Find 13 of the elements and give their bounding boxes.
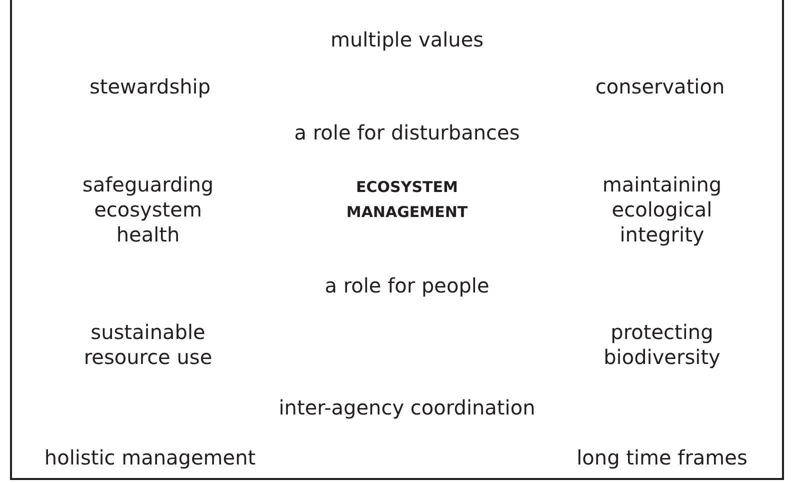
concept-label: conservation xyxy=(595,74,725,100)
concept-label: maintaining ecological integrity xyxy=(601,172,723,248)
concept-label: holistic management xyxy=(44,446,256,470)
central-heading: ECOSYSTEM MANAGEMENT xyxy=(345,177,469,223)
concept-label: safeguarding ecosystem health xyxy=(81,172,215,248)
concept-label: long time frames xyxy=(576,446,748,470)
concept-label: stewardship xyxy=(89,74,211,100)
concept-label: inter-agency coordination xyxy=(278,396,536,420)
concept-label: protecting biodiversity xyxy=(602,320,722,370)
concept-label: sustainable resource use xyxy=(82,320,214,370)
concept-label: multiple values xyxy=(330,28,484,52)
concept-label: a role for people xyxy=(324,274,490,298)
concept-label: a role for disturbances xyxy=(294,120,520,146)
